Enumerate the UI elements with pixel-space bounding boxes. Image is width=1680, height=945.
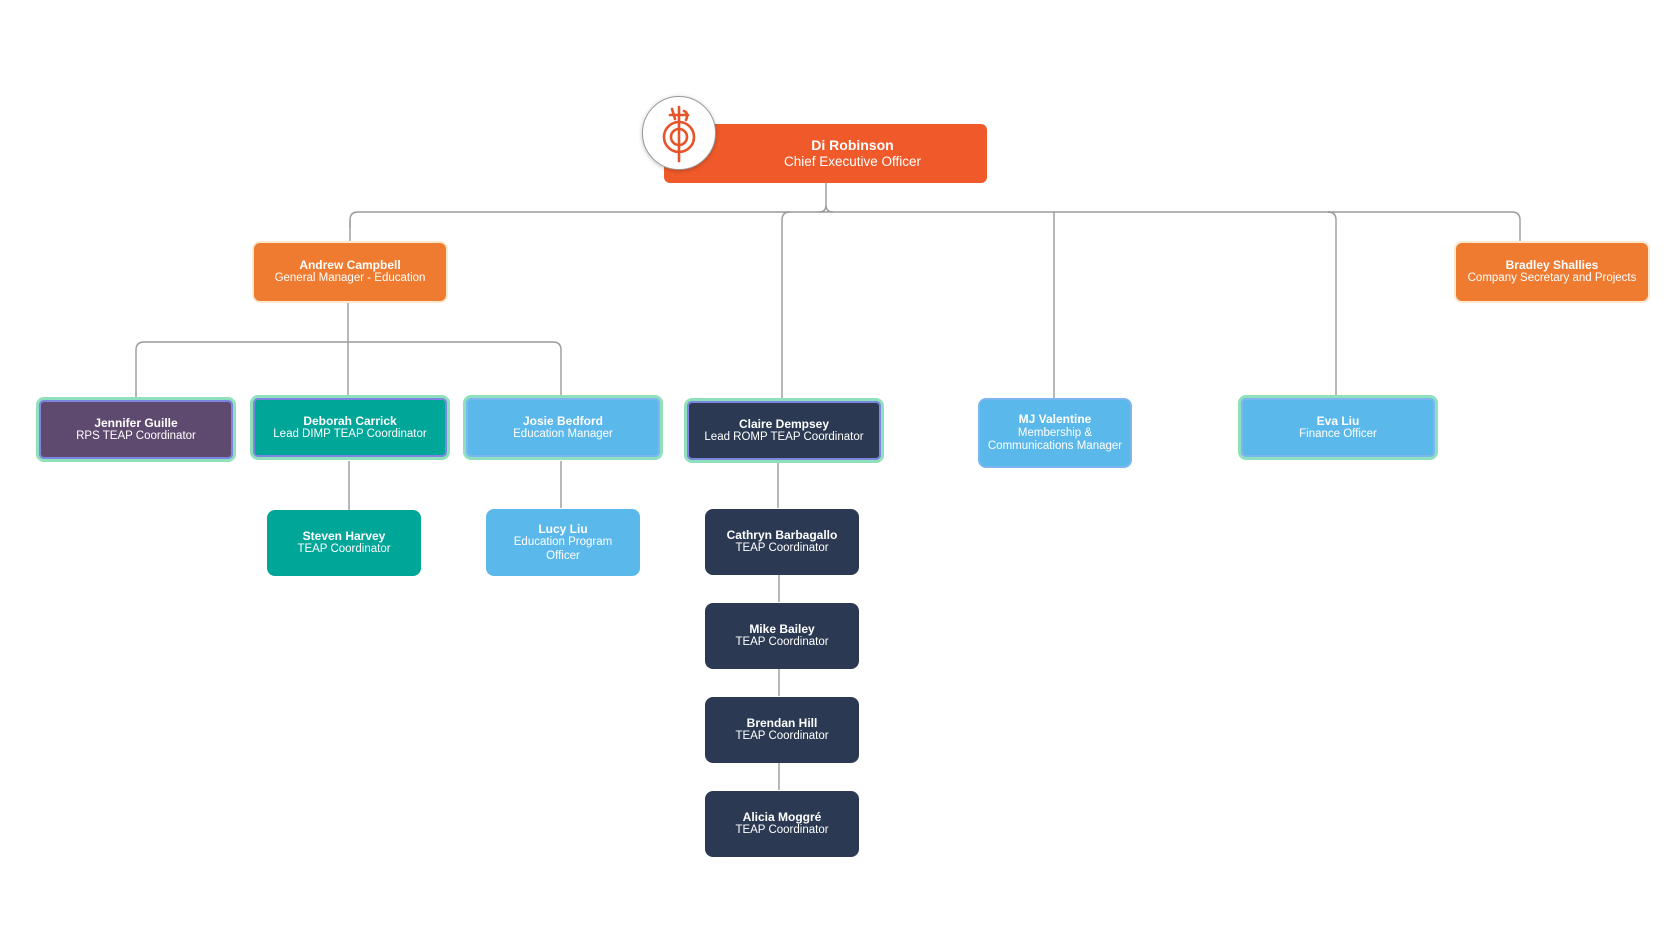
node-role: TEAP Coordinator <box>297 543 391 556</box>
node-jennifer-guille[interactable]: Jennifer Guille RPS TEAP Coordinator <box>36 397 236 462</box>
node-name: Brendan Hill <box>746 716 818 731</box>
node-name: Jennifer Guille <box>94 415 178 430</box>
connector-ceo-left <box>818 204 827 213</box>
node-claire-dempsey[interactable]: Claire Dempsey Lead ROMP TEAP Coordinato… <box>684 398 884 463</box>
node-role: Education Program Officer <box>513 536 613 562</box>
node-andrew-campbell[interactable]: Andrew Campbell General Manager - Educat… <box>252 241 448 303</box>
node-name: Di Robinson <box>811 137 894 154</box>
connector-top-bus <box>349 211 1521 242</box>
node-role: General Manager - Education <box>274 272 426 285</box>
node-role: Lead ROMP TEAP Coordinator <box>704 430 864 443</box>
node-role: RPS TEAP Coordinator <box>76 429 196 442</box>
node-role: Education Manager <box>513 427 613 440</box>
node-name: Claire Dempsey <box>738 416 830 431</box>
node-bradley-shallies[interactable]: Bradley Shallies Company Secretary and P… <box>1454 241 1650 303</box>
node-name: Eva Liu <box>1316 413 1360 428</box>
node-eva-liu[interactable]: Eva Liu Finance Officer <box>1238 395 1438 460</box>
node-role: TEAP Coordinator <box>735 542 829 555</box>
node-role: Membership & Communications Manager <box>987 426 1123 453</box>
connector-andrew-bus <box>135 341 562 398</box>
node-lucy-liu[interactable]: Lucy Liu Education Program Officer <box>486 509 640 576</box>
node-steven-harvey[interactable]: Steven Harvey TEAP Coordinator <box>267 510 421 576</box>
node-name: Cathryn Barbagallo <box>726 528 838 543</box>
node-name: Andrew Campbell <box>299 258 401 273</box>
node-name: Lucy Liu <box>538 521 588 536</box>
node-role: Lead DIMP TEAP Coordinator <box>273 427 427 440</box>
node-ceo[interactable]: Di Robinson Chief Executive Officer <box>664 124 987 183</box>
node-mike-bailey[interactable]: Mike Bailey TEAP Coordinator <box>705 603 859 669</box>
node-role: TEAP Coordinator <box>735 824 829 837</box>
node-role: Chief Executive Officer <box>783 153 922 169</box>
node-name: Josie Bedford <box>522 413 603 428</box>
node-deborah-carrick[interactable]: Deborah Carrick Lead DIMP TEAP Coordinat… <box>250 395 450 460</box>
node-alicia-moggre[interactable]: Alicia Moggré TEAP Coordinator <box>705 791 859 857</box>
node-name: Alicia Moggré <box>742 810 822 825</box>
node-role: TEAP Coordinator <box>735 636 829 649</box>
node-mj-valentine[interactable]: MJ Valentine Membership & Communications… <box>978 398 1132 468</box>
node-role: Finance Officer <box>1299 427 1377 440</box>
node-name: MJ Valentine <box>1018 412 1092 427</box>
node-josie-bedford[interactable]: Josie Bedford Education Manager <box>463 395 663 460</box>
connector-eva <box>1327 211 1337 396</box>
node-name: Deborah Carrick <box>303 413 397 428</box>
connector-ceo <box>825 183 834 213</box>
node-name: Mike Bailey <box>749 622 815 637</box>
node-brendan-hill[interactable]: Brendan Hill TEAP Coordinator <box>705 697 859 763</box>
organisation-logo-icon <box>642 96 716 170</box>
node-name: Bradley Shallies <box>1505 258 1599 273</box>
node-role: TEAP Coordinator <box>735 730 829 743</box>
node-role: Company Secretary and Projects <box>1467 272 1637 285</box>
node-name: Steven Harvey <box>302 529 386 544</box>
node-cathryn-barbagallo[interactable]: Cathryn Barbagallo TEAP Coordinator <box>705 509 859 575</box>
connector-claire <box>781 211 791 398</box>
